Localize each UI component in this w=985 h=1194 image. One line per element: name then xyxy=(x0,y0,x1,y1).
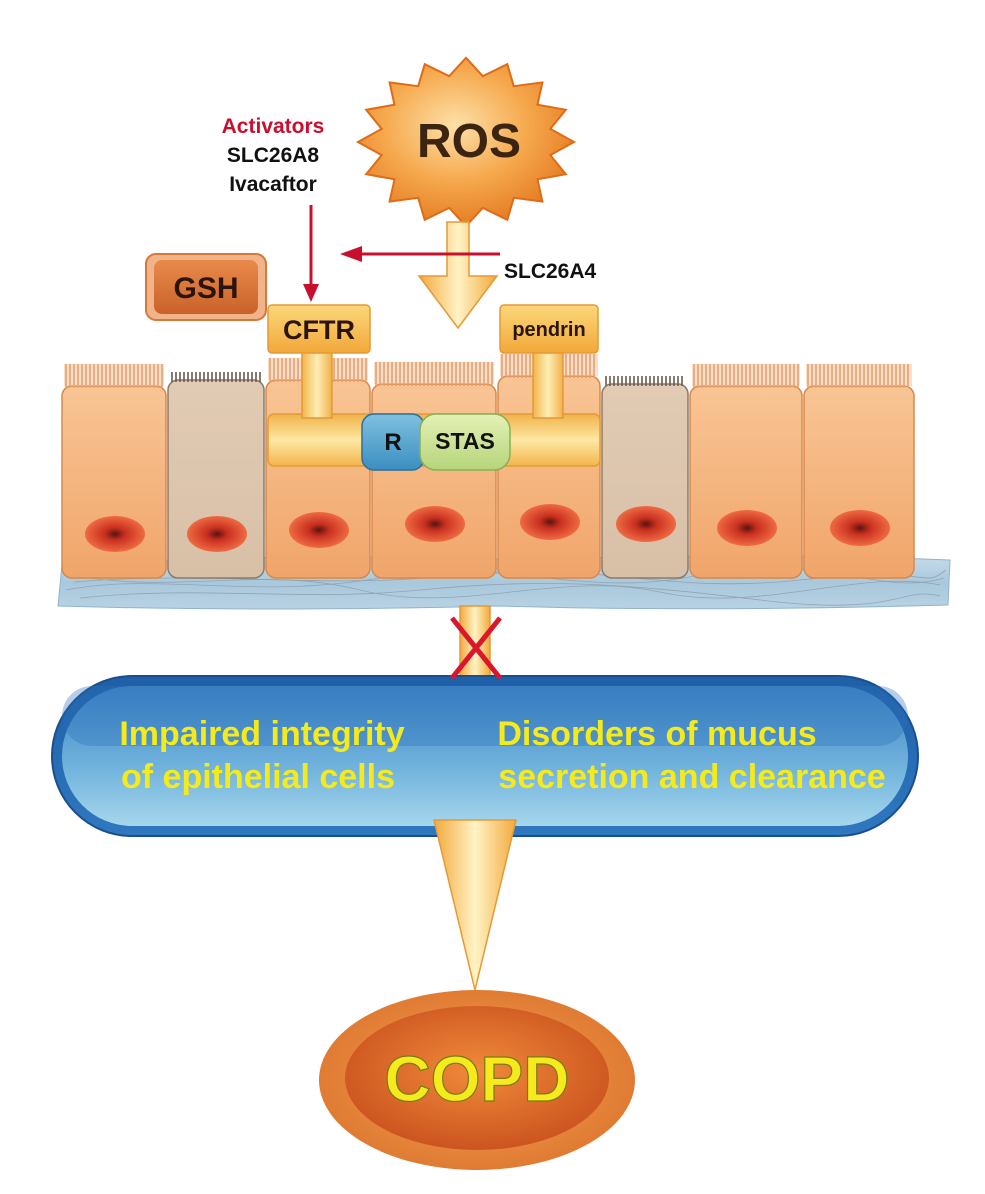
epithelial-cell xyxy=(61,364,167,579)
cftr-label: CFTR xyxy=(283,315,355,345)
slc26a4-inhibit-arrow xyxy=(340,246,500,262)
epithelial-cell xyxy=(689,364,803,579)
blocked-x-mark xyxy=(450,616,502,680)
left-effect-line2: of epithelial cells xyxy=(121,758,395,796)
pendrin-label: pendrin xyxy=(512,319,585,341)
copd-ellipse xyxy=(319,990,635,1170)
slc26a8-label: SLC26A8 xyxy=(227,144,320,167)
transporter-complex xyxy=(267,304,601,471)
cftr-box xyxy=(267,304,371,354)
ros-label: ROS xyxy=(417,115,521,168)
stas-domain xyxy=(419,413,511,471)
slc26a4-label: SLC26A4 xyxy=(504,260,597,283)
cilia xyxy=(605,376,683,386)
copd-arrowhead xyxy=(433,819,517,991)
cell-nucleus xyxy=(85,516,145,552)
stas-domain-label: STAS xyxy=(435,428,495,454)
left-effect-line1: Impaired integrity xyxy=(119,715,404,753)
cell-nucleus xyxy=(405,506,465,542)
epithelial-cell xyxy=(601,376,689,579)
r-domain-label: R xyxy=(384,429,401,456)
cell-nucleus xyxy=(830,510,890,546)
pendrin-box xyxy=(499,304,599,354)
gsh-label: GSH xyxy=(173,272,238,305)
effects-capsule xyxy=(51,675,919,837)
cilia xyxy=(692,364,800,388)
ivacaftor-label: Ivacaftor xyxy=(229,173,317,196)
ros-down-arrow xyxy=(417,221,499,330)
cilia xyxy=(64,364,164,388)
cell-nucleus xyxy=(289,512,349,548)
right-effect-line1: Disorders of mucus xyxy=(497,715,816,753)
activators-label: Activators xyxy=(222,115,325,138)
cilia xyxy=(374,362,494,386)
cilia xyxy=(171,372,261,382)
copd-label: COPD xyxy=(385,1043,570,1115)
cell-nucleus xyxy=(616,506,676,542)
right-effect-line2: secretion and clearance xyxy=(498,758,885,796)
cell-nucleus xyxy=(520,504,580,540)
cell-nucleus xyxy=(187,516,247,552)
epithelial-cell xyxy=(803,364,915,579)
epithelial-cell xyxy=(167,372,265,579)
cell-nucleus xyxy=(717,510,777,546)
cilia xyxy=(806,364,912,388)
activator-arrow xyxy=(303,205,319,302)
gsh-box xyxy=(145,253,267,321)
